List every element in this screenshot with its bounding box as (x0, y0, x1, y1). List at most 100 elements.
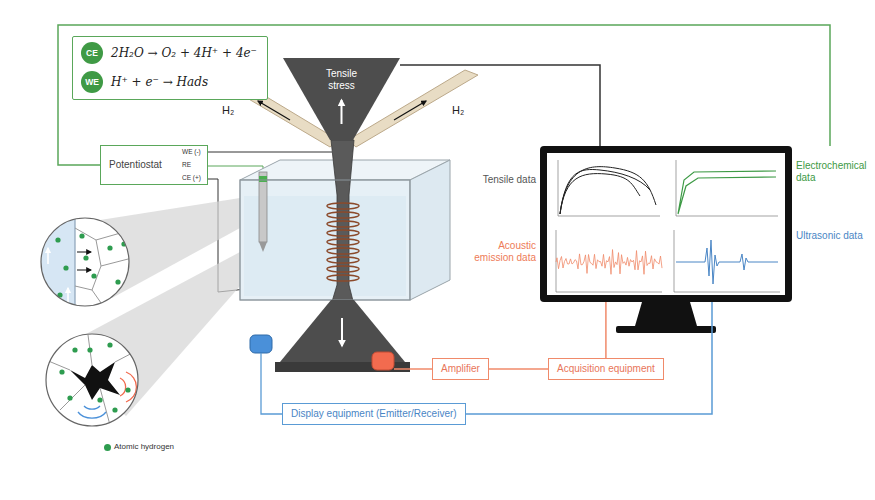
magnifier-outline (46, 334, 138, 426)
process-box: Acquisition equipment (548, 358, 664, 380)
connector (605, 302, 607, 358)
magnified-crack (59, 369, 64, 374)
acoustic-sensor (394, 368, 432, 369)
monitor-screen (540, 146, 792, 302)
monitor-screen (678, 171, 776, 214)
legend-swatch (104, 444, 111, 451)
counter-electrode-coil (327, 221, 359, 227)
monitor-screen (560, 167, 656, 214)
counter-electrode-coil (327, 275, 359, 281)
magnified-crack (46, 334, 138, 426)
potentiostat-wires (208, 152, 332, 153)
data-label: Ultrasonic data (796, 230, 870, 242)
monitor-screen (547, 153, 785, 295)
equation-box: 2H₂O → O₂ + 4H⁺ + 4e⁻H⁺ + e⁻ → HadsCEWE (72, 36, 268, 100)
magnified-surface (30, 210, 132, 320)
magnified-surface (83, 255, 88, 260)
connector (489, 368, 548, 370)
electrochemical-cell (244, 196, 406, 296)
counter-electrode-coil (327, 239, 359, 245)
cell-front-edge (240, 180, 410, 300)
magnified-surface (77, 251, 91, 252)
counter-electrode-coil (327, 230, 359, 236)
magnified-crack (87, 347, 92, 352)
magnified-crack (72, 347, 77, 352)
ultrasonic-sensor (250, 335, 282, 414)
counter-electrode-coil (327, 257, 359, 263)
connector (58, 25, 830, 165)
legend-text: Atomic hydrogen (114, 442, 174, 452)
magnified-crack (107, 342, 112, 347)
pin-label: WE (-) (182, 148, 201, 156)
magnified-crack (112, 407, 117, 412)
magnified-surface (67, 288, 69, 304)
magnified-crack (46, 334, 138, 426)
monitor-stand (616, 302, 716, 333)
magnified-surface (47, 248, 49, 264)
monitor: Tensile data Electrochemical dataAcoustic… (448, 146, 872, 302)
monitor-screen (556, 250, 662, 275)
ultrasonic-sensor (261, 353, 282, 414)
magnified-surface (79, 233, 84, 238)
process-box: Display equipment (Emitter/Receiver) (282, 403, 466, 425)
counter-electrode-coil (327, 266, 359, 272)
stress-label: Tensile stress (316, 68, 367, 92)
magnified-crack (125, 387, 130, 392)
monitor-screen (540, 146, 792, 302)
box-label: Display equipment (Emitter/Receiver) (291, 408, 457, 420)
bottom-grip (341, 318, 343, 346)
monitor-screen (674, 230, 780, 292)
electrode-tag: WE (85, 77, 99, 87)
monitor-screen (558, 160, 660, 216)
reference-electrode (259, 176, 267, 182)
magnified-crack (46, 335, 138, 425)
tensile-grip: Tensile stress (283, 58, 400, 140)
magnified-surface (55, 237, 60, 242)
monitor-screen (556, 230, 662, 292)
gas-label: H₂ (222, 104, 234, 117)
magnified-surface (30, 210, 75, 320)
magnified-surface (91, 273, 96, 278)
magnified-surface (63, 265, 68, 270)
counter-electrode-coil (327, 203, 359, 281)
reference-electrode (259, 172, 267, 252)
monitor-screen (676, 240, 778, 284)
magnified-surface (55, 233, 126, 297)
hydrogen-release-wings (394, 101, 426, 120)
magnified-crack (70, 362, 120, 400)
counter-electrode-coil (327, 203, 359, 209)
magnified-surface (115, 279, 120, 284)
data-label: Electrochemical data (796, 160, 870, 184)
gas-label: H₂ (452, 104, 464, 117)
stress-arrow (341, 100, 343, 124)
reference-electrode (259, 242, 267, 252)
data-label: Tensile data (461, 174, 536, 186)
grip-body (283, 58, 400, 140)
ultrasonic-sensor (250, 335, 272, 353)
electrode-badge: CE (81, 42, 103, 64)
magnified-crack (97, 397, 102, 402)
magnified-crack (67, 395, 72, 400)
magnifier-outline (41, 218, 129, 306)
monitor-stand (635, 302, 697, 326)
reaction-equation: H⁺ + e⁻ → Hads (111, 75, 208, 90)
counter-electrode-coil (327, 212, 359, 218)
potentiostat-wires (208, 166, 263, 172)
reference-electrode (259, 172, 267, 242)
magnified-surface (74, 210, 75, 320)
cell-front-edge (240, 180, 410, 300)
connector (400, 65, 600, 146)
data-label: Acoustic emission data (461, 240, 536, 264)
acoustic-sensor (372, 352, 394, 370)
magnified-surface (77, 269, 91, 270)
pin-label: CE (+) (182, 174, 201, 182)
monitor-stand (616, 326, 716, 333)
magnified-crack (59, 342, 130, 412)
connector (466, 302, 712, 414)
counter-electrode-coil (327, 248, 359, 254)
process-box: Amplifier (432, 358, 489, 380)
box-label: Acquisition equipment (557, 363, 655, 375)
pin-label: RE (182, 161, 191, 169)
magnified-crack (78, 406, 106, 418)
